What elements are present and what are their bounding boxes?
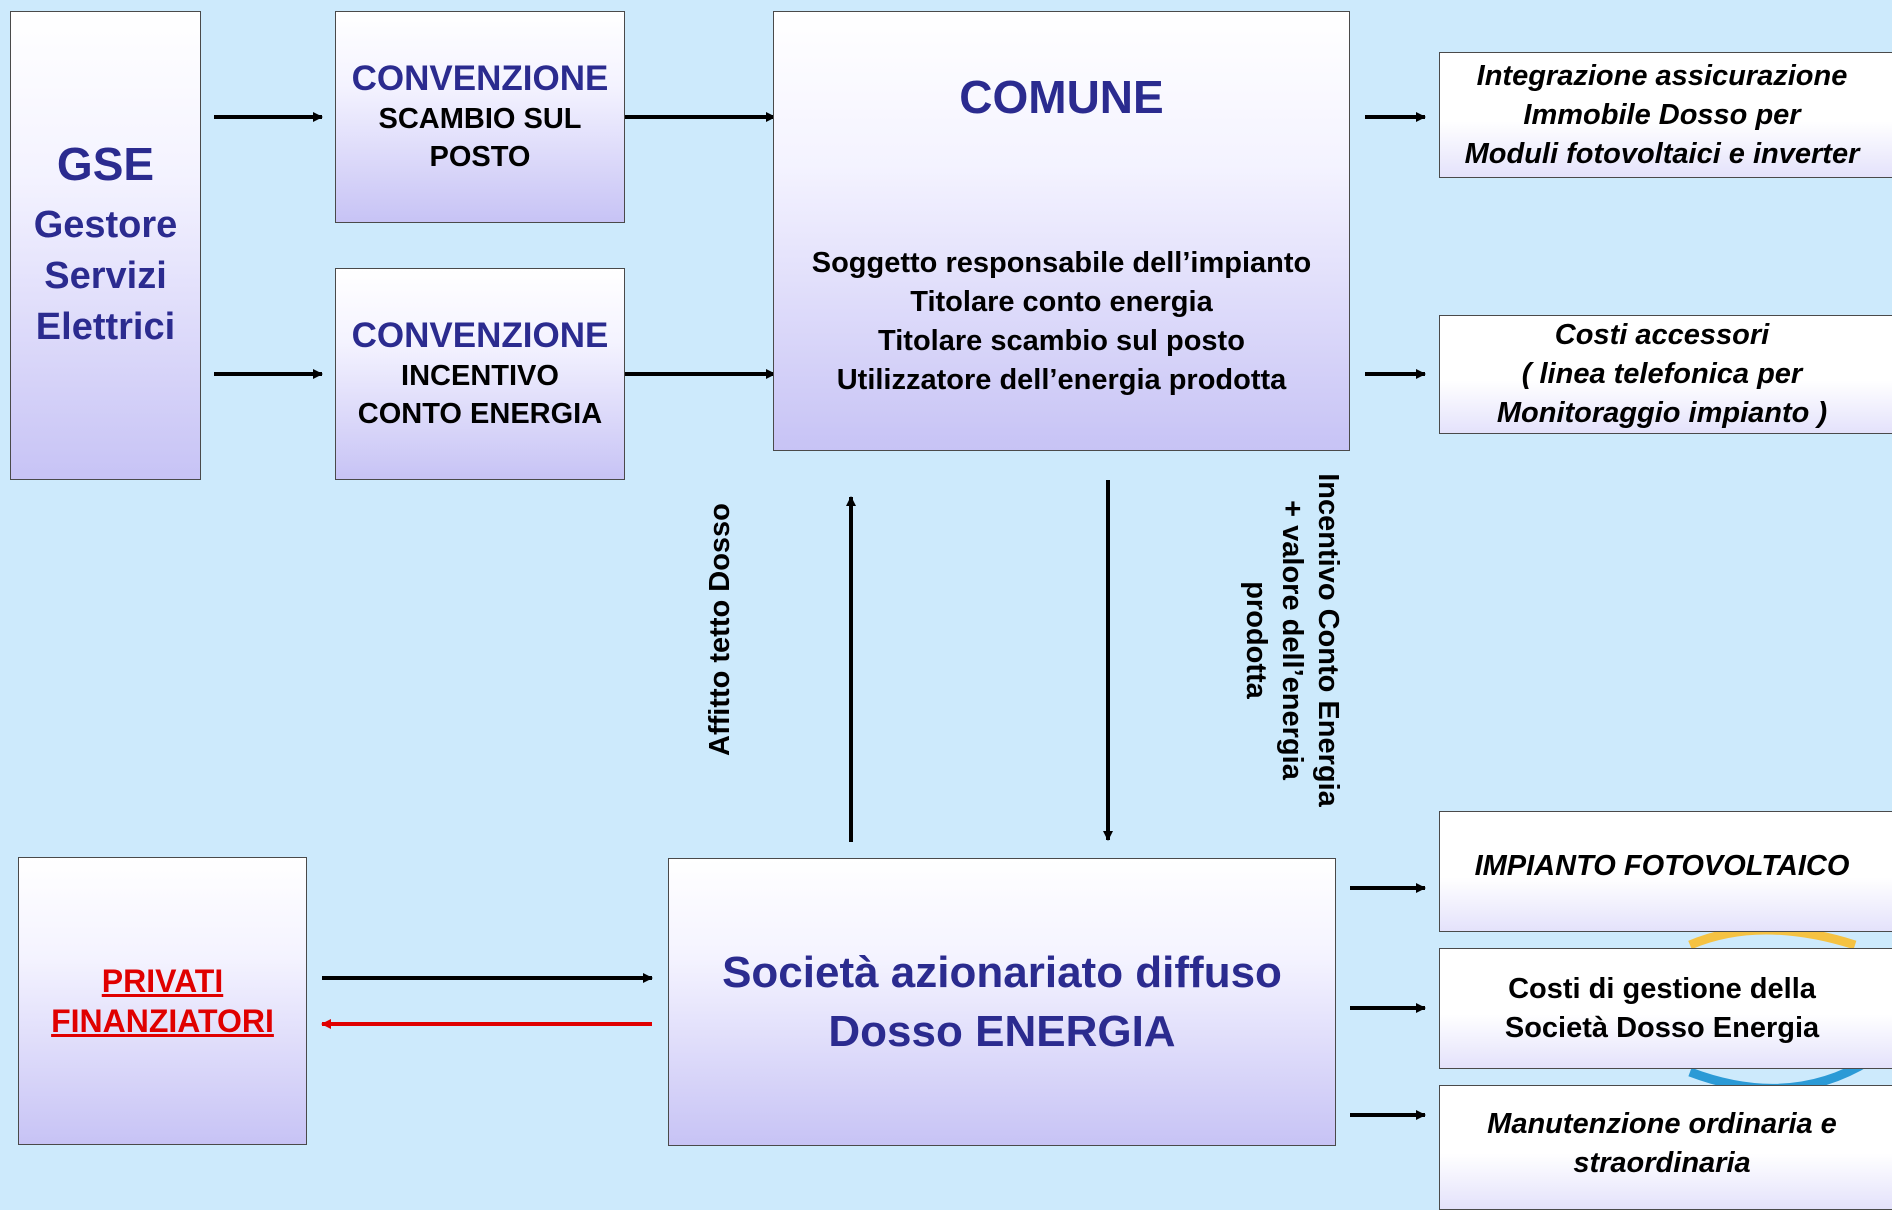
costi-accessori-line-1: Costi accessori — [1554, 319, 1770, 351]
gse-box: GSE Gestore Servizi Elettrici — [10, 11, 201, 480]
privati-box: PRIVATI FINANZIATORI — [18, 857, 307, 1145]
comune-role-1: Soggetto responsabile dell’impianto — [811, 247, 1312, 279]
logo-fragment-top — [1688, 925, 1857, 950]
societa-line-2: Dosso ENERGIA — [828, 1007, 1176, 1056]
comune-roles: Soggetto responsabile dell’impianto Tito… — [774, 244, 1349, 400]
incentivo-label: Incentivo Conto Energia + valore dell’en… — [1238, 470, 1346, 810]
comune-role-2: Titolare conto energia — [910, 286, 1213, 318]
manutenzione-text: Manutenzione ordinaria e straordinaria — [1430, 1105, 1892, 1183]
integrazione-text: Integrazione assicurazione Immobile Doss… — [1430, 57, 1892, 174]
impianto-box: IMPIANTO FOTOVOLTAICO — [1439, 811, 1892, 932]
convenzione-scambio-line-1: SCAMBIO SUL — [378, 103, 582, 135]
costi-accessori-text: Costi accessori ( linea telefonica per M… — [1430, 316, 1892, 433]
costi-accessori-line-3: Monitoraggio impianto ) — [1496, 397, 1828, 429]
manutenzione-box: Manutenzione ordinaria e straordinaria — [1439, 1085, 1892, 1210]
societa-line-1: Società azionariato diffuso — [722, 948, 1282, 997]
gse-line-3: Elettrici — [35, 306, 176, 348]
costi-gestione-line-1: Costi di gestione della — [1508, 972, 1816, 1005]
costi-accessori-line-2: ( linea telefonica per — [1521, 358, 1803, 390]
comune-role-4: Utilizzatore dell’energia prodotta — [836, 364, 1287, 396]
societa-box: Società azionariato diffuso Dosso ENERGI… — [668, 858, 1336, 1146]
comune-box: COMUNE Soggetto responsabile dell’impian… — [773, 11, 1350, 451]
integrazione-line-2: Immobile Dosso per — [1523, 98, 1801, 131]
costi-gestione-box: Costi di gestione della Società Dosso En… — [1439, 948, 1892, 1069]
gse-abbr: GSE — [56, 138, 155, 190]
gse-line-2: Servizi — [44, 255, 167, 297]
privati-line-2: FINANZIATORI — [51, 1003, 274, 1039]
convenzione-incentivo-line-1: INCENTIVO — [401, 360, 559, 392]
convenzione-incentivo-line-2: CONTO ENERGIA — [357, 398, 603, 430]
integrazione-box: Integrazione assicurazione Immobile Doss… — [1439, 52, 1892, 178]
incentivo-label-line-1: Incentivo Conto Energia — [1312, 473, 1344, 807]
incentivo-label-line-3: prodotta — [1240, 581, 1272, 699]
convenzione-incentivo-box: CONVENZIONE INCENTIVO CONTO ENERGIA — [335, 268, 625, 480]
costi-gestione-text: Costi di gestione della Società Dosso En… — [1430, 970, 1892, 1048]
incentivo-label-line-2: + valore dell’energia — [1276, 500, 1308, 780]
convenzione-incentivo-title: CONVENZIONE — [351, 316, 609, 355]
convenzione-scambio-title: CONVENZIONE — [351, 59, 609, 98]
manutenzione-line-2: straordinaria — [1573, 1146, 1751, 1179]
comune-role-3: Titolare scambio sul posto — [878, 325, 1245, 357]
convenzione-scambio-line-2: POSTO — [429, 141, 531, 173]
gse-line-1: Gestore — [33, 204, 178, 246]
impianto-label: IMPIANTO FOTOVOLTAICO — [1474, 850, 1850, 882]
convenzione-scambio-box: CONVENZIONE SCAMBIO SUL POSTO — [335, 11, 625, 223]
costi-gestione-line-2: Società Dosso Energia — [1504, 1011, 1820, 1044]
privati-line-1: PRIVATI — [101, 963, 224, 999]
manutenzione-line-1: Manutenzione ordinaria e — [1487, 1107, 1837, 1140]
integrazione-line-1: Integrazione assicurazione — [1476, 59, 1848, 92]
affitto-label: Affitto tetto Dosso — [704, 503, 736, 756]
integrazione-line-3: Moduli fotovoltaici e inverter — [1464, 137, 1860, 170]
comune-title: COMUNE — [959, 71, 1164, 123]
costi-accessori-box: Costi accessori ( linea telefonica per M… — [1439, 315, 1892, 434]
